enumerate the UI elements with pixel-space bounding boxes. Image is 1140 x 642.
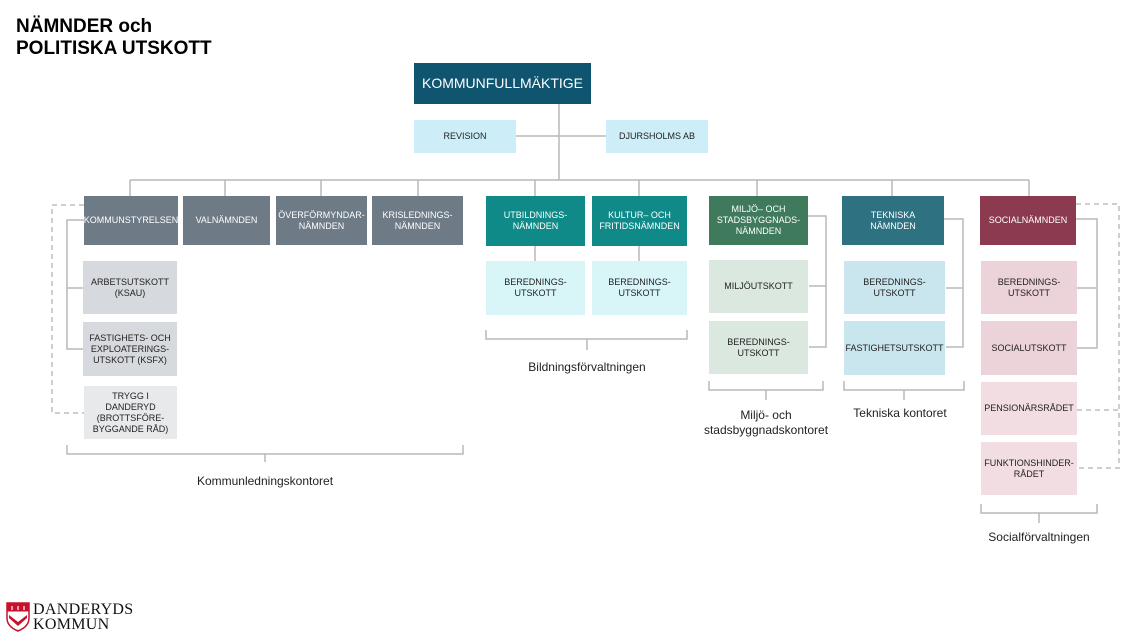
socialnamnden-box: SOCIALNÄMNDEN [980, 196, 1076, 245]
kommunstyrelsen-box: KOMMUNSTYRELSEN [84, 196, 178, 245]
fastighetsutskott-box: FASTIGHETSUTSKOTT [844, 321, 945, 375]
revision-box: REVISION [414, 120, 516, 153]
kommunledningskontoret-label: Kommunledningskontoret [196, 474, 334, 488]
title-line-1: NÄMNDER och [16, 16, 153, 37]
djursholms-ab-box: DJURSHOLMS AB [606, 120, 708, 153]
miljo-stadsbyggnadskontoret-label: Miljö- och stadsbyggnadskontoret [703, 408, 829, 437]
socialforvaltningen-label: Socialförvaltningen [988, 530, 1090, 544]
beredningsutskott-utbildning-box: BEREDNINGS- UTSKOTT [486, 261, 585, 315]
fastighets-exploateringsutskott-box: FASTIGHETS- OCH EXPLOATERINGS- UTSKOTT (… [83, 322, 177, 376]
pensionarsradet-box: PENSIONÄRSRÅDET [981, 382, 1077, 435]
beredningsutskott-tekniska-box: BEREDNINGS- UTSKOTT [844, 261, 945, 314]
title-line-2: POLITISKA UTSKOTT [16, 38, 212, 59]
page-title: NÄMNDER och POLITISKA UTSKOTT [16, 16, 212, 60]
danderyds-kommun-logo: DANDERYDS KOMMUN [6, 601, 134, 633]
valnamnden-box: VALNÄMNDEN [183, 196, 270, 245]
tekniska-kontoret-label: Tekniska kontoret [853, 406, 947, 420]
logo-line-1: DANDERYDS [33, 601, 134, 618]
utbildningsnamnden-box: UTBILDNINGS- NÄMNDEN [486, 196, 585, 246]
socialutskott-box: SOCIALUTSKOTT [981, 321, 1077, 375]
beredningsutskott-miljo-box: BEREDNINGS- UTSKOTT [709, 321, 808, 374]
bildningsforvaltningen-label: Bildningsförvaltningen [528, 360, 646, 374]
beredningsutskott-kultur-box: BEREDNINGS- UTSKOTT [592, 261, 687, 315]
krisledningsnamnden-box: KRISLEDNINGS- NÄMNDEN [372, 196, 463, 245]
funktionshinderradet-box: FUNKTIONSHINDER- RÅDET [981, 442, 1077, 495]
kultur-fritidsnamnden-box: KULTUR– OCH FRITIDSNÄMNDEN [592, 196, 687, 246]
tekniska-namnden-box: TEKNISKA NÄMNDEN [842, 196, 944, 245]
miljo-stadsbyggnadsnamnden-box: MILJÖ– OCH STADSBYGGNADS- NÄMNDEN [709, 196, 808, 245]
logo-line-2: KOMMUN [33, 616, 110, 633]
miljoutskott-box: MILJÖUTSKOTT [709, 260, 808, 313]
coat-of-arms-icon [6, 602, 30, 632]
beredningsutskott-social-box: BEREDNINGS- UTSKOTT [981, 261, 1077, 314]
kommunfullmaktige-box: KOMMUNFULLMÄKTIGE [414, 63, 591, 104]
arbetsutskott-box: ARBETSUTSKOTT (KSAU) [83, 261, 177, 314]
trygg-i-danderyd-box: TRYGG I DANDERYD (BROTTSFÖRE- BYGGANDE R… [84, 386, 177, 439]
overformyndarnamnden-box: ÖVERFÖRMYNDAR- NÄMNDEN [276, 196, 367, 245]
